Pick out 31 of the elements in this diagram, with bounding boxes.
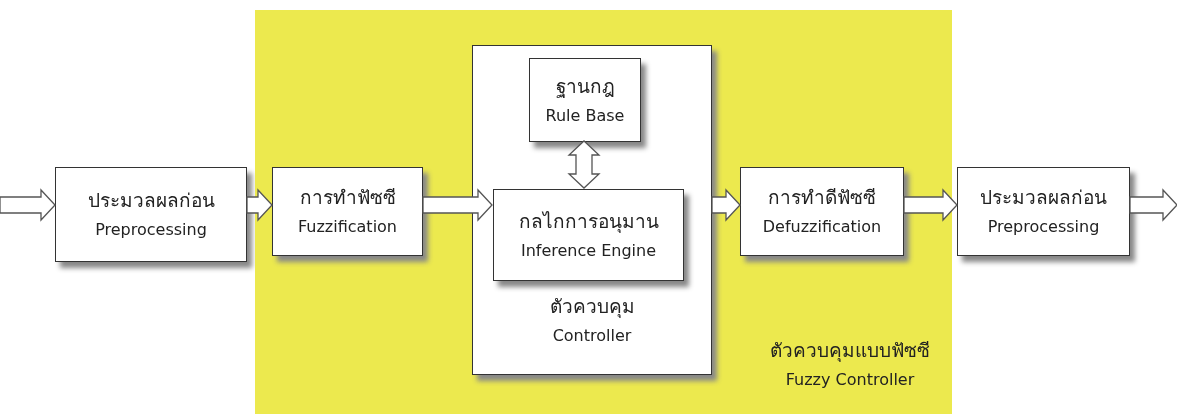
controller-box (472, 45, 712, 375)
english-label: Defuzzification (762, 218, 882, 236)
thai-label: กลไกการอนุมาน (518, 210, 659, 232)
english-label: Rule Base (545, 106, 625, 125)
english-label: Preprocessing (987, 218, 1100, 236)
process-box (272, 167, 423, 256)
english-label: Fuzzification (297, 218, 397, 236)
block-arrow (903, 188, 958, 222)
thai-label: การทำฟัซซี (299, 187, 396, 209)
thai-label: ประมวลผลก่อน (87, 190, 215, 212)
block-arrow (422, 188, 493, 222)
english-label: Fuzzy Controller (785, 370, 915, 389)
process-box (740, 167, 904, 256)
english-label: Inference Engine (520, 241, 657, 260)
process-box (957, 167, 1130, 256)
block-arrow (711, 188, 741, 222)
block-arrow (1129, 188, 1177, 222)
block-arrow (246, 188, 273, 222)
process-box (55, 167, 247, 262)
block-arrow (0, 188, 56, 222)
block-arrow (567, 140, 601, 189)
thai-label: ตัวควบคุม (549, 296, 635, 317)
thai-label: การทำดีฟัซซี (768, 187, 876, 209)
controller-region (255, 10, 952, 414)
thai-label: ฐานกฎ (555, 75, 615, 97)
process-box (493, 189, 684, 281)
english-label: Preprocessing (95, 221, 207, 239)
process-box (529, 58, 641, 142)
english-label: Controller (552, 326, 632, 345)
thai-label: ตัวควบคุมแบบฟัซซี (770, 340, 930, 361)
thai-label: ประมวลผลก่อน (980, 187, 1107, 209)
